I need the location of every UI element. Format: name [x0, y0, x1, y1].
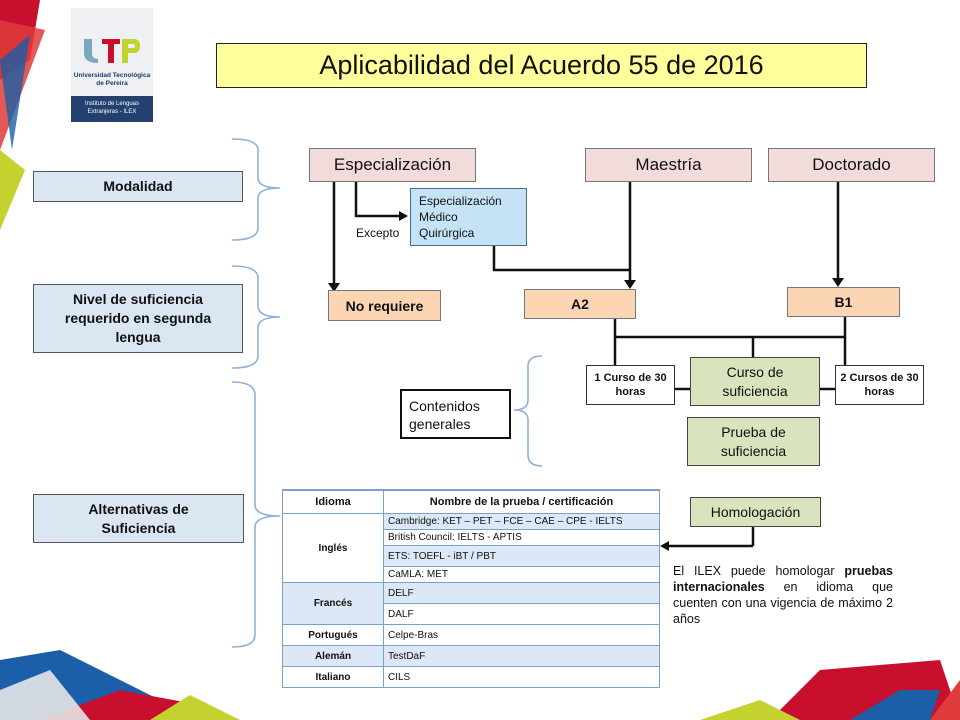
decor-blue-shape: [0, 35, 30, 150]
brace-modalidad: [231, 138, 281, 241]
level-a2: A2: [524, 289, 636, 319]
test-cell: CILS: [383, 666, 660, 688]
level-b1: B1: [787, 287, 900, 317]
test-cell: DALF: [383, 603, 660, 625]
table-row: Alemán TestDaF: [282, 645, 660, 667]
label-nivel-suficiencia: Nivel de suficiencia requerido en segund…: [33, 284, 243, 353]
test-cell: British Council: IELTS - APTIS: [383, 529, 660, 546]
university-name: Universidad Tecnológica de Pereira: [73, 72, 151, 87]
brace-nivel: [231, 265, 281, 369]
language-cell: Alemán: [282, 645, 384, 667]
decor-red-shape: [930, 680, 960, 720]
test-cell: CaMLA: MET: [383, 566, 660, 583]
program-maestria: Maestría: [585, 148, 752, 182]
note-prefix: El ILEX puede homologar: [673, 564, 845, 578]
exception-line-2: Médico: [419, 210, 458, 224]
contenidos-generales-box: Contenidos generales: [400, 389, 511, 439]
ilex-note: El ILEX puede homologar pruebas internac…: [673, 563, 893, 627]
test-cell: TestDaF: [383, 645, 660, 667]
line-excepcion-a2: [492, 246, 630, 272]
label-alternativas-suficiencia: Alternativas de Suficiencia: [33, 494, 244, 543]
note-bold: pruebas internacionales: [673, 564, 893, 594]
language-cell: Francés: [282, 582, 384, 625]
brace-contenidos: [513, 355, 543, 467]
label-modalidad: Modalidad: [33, 171, 243, 202]
page-title: Aplicabilidad del Acuerdo 55 de 2016: [216, 43, 867, 88]
option-prueba-suficiencia: Prueba de suficiencia: [687, 417, 820, 466]
decor-green-shape: [0, 150, 25, 230]
note-suffix: en idioma que cuenten con una vigencia d…: [673, 580, 893, 626]
exception-label: Excepto: [356, 226, 400, 240]
header-idioma: Idioma: [282, 489, 384, 514]
table-row: ETS: TOEFL - iBT / PBT: [283, 545, 660, 567]
test-cell: Celpe-Bras: [383, 624, 660, 646]
option-homologacion: Homologación: [690, 497, 821, 527]
test-cell: Cambridge: KET – PET – FCE – CAE – CPE -…: [383, 513, 660, 530]
brace-group: [231, 138, 543, 648]
test-cell: DELF: [383, 582, 660, 604]
language-cell: Italiano: [282, 666, 384, 688]
test-cell: ETS: TOEFL - iBT / PBT: [383, 545, 660, 567]
utp-logo-mark: [84, 39, 140, 63]
institute-name: Instituto de Lenguas Extranjeras - ILEX: [71, 96, 153, 122]
language-cell: Portugués: [282, 624, 384, 646]
program-doctorado: Doctorado: [768, 148, 935, 182]
level-no-requiere: No requiere: [328, 290, 441, 321]
table-row: Inglés Cambridge: KET – PET – FCE – CAE …: [282, 513, 660, 583]
language-cell: Inglés: [282, 513, 384, 583]
option-b1-course: 2 Cursos de 30 horas: [835, 365, 924, 405]
program-especializacion: Especialización: [309, 148, 476, 182]
exception-program-box: Especialización Médico Quirúrgica: [410, 188, 527, 246]
option-a2-course: 1 Curso de 30 horas: [586, 365, 675, 405]
decor-gray-shape: [0, 670, 90, 720]
decor-blue-shape: [850, 690, 940, 720]
table-row: Portugués Celpe-Bras: [282, 624, 660, 646]
exception-line-1: Especialización: [419, 194, 502, 208]
option-curso-suficiencia: Curso de suficiencia: [690, 357, 820, 406]
tests-table: Idioma Nombre de la prueba / certificaci…: [282, 489, 660, 688]
decor-green-shape: [700, 700, 800, 720]
header-prueba: Nombre de la prueba / certificación: [383, 489, 660, 514]
table-header-row: Idioma Nombre de la prueba / certificaci…: [282, 489, 660, 514]
table-row: Francés DELF: [282, 582, 660, 625]
brace-alternativas: [231, 381, 281, 648]
exception-line-3: Quirúrgica: [419, 226, 475, 240]
decor-green-shape: [150, 695, 240, 720]
table-row: Italiano CILS: [282, 666, 660, 688]
arrow-excepto: [354, 181, 400, 218]
